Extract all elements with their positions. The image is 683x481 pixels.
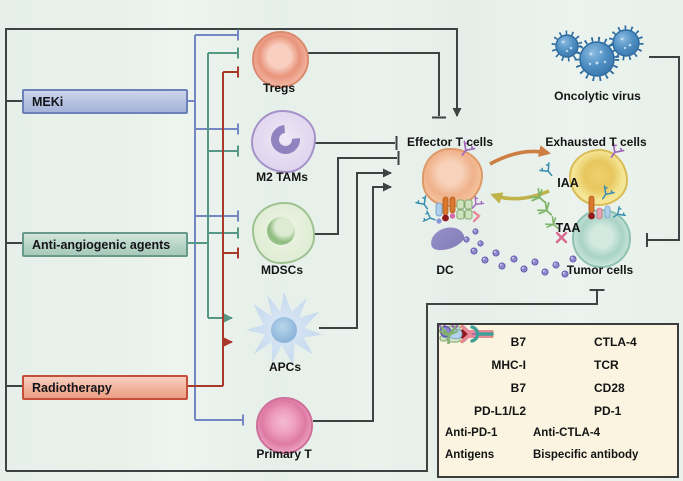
- exhausted-t-label: Exhausted T cells: [545, 135, 647, 149]
- legend-label-anti-pd1: Anti-PD-1: [445, 427, 498, 439]
- legend-label-cd28: CD28: [594, 380, 625, 395]
- legend-row-pdl1-pd1: PD-L1/L2 PD-1: [440, 325, 671, 422]
- legend-row-mhc-tcr: MHC-I TCR: [440, 324, 671, 376]
- oncolytic-virus-label: Oncolytic virus: [554, 89, 641, 103]
- therapy-box-radiotherapy: Radiotherapy: [22, 375, 188, 400]
- primary-t-label: Primary T: [256, 447, 312, 461]
- tregs-cell-icon: [252, 31, 309, 88]
- bispecific-antibody-icon: [439, 326, 458, 344]
- therapy-loop-path: [5, 28, 605, 472]
- mdscs-nucleus: [267, 217, 295, 245]
- radiotherapy-lines: [178, 66, 239, 387]
- taa-label: TAA: [555, 221, 581, 235]
- dc-label: DC: [436, 263, 454, 277]
- oncolytic-virus-icon: [551, 25, 644, 82]
- legend-row-antigen-bispecific: Antigens Bispecific antibody: [439, 325, 671, 466]
- legend-label-ctla4: CTLA-4: [594, 334, 637, 349]
- legend-label-mhc: MHC-I: [491, 357, 526, 372]
- exhausted-to-effector-arrow: [490, 189, 550, 204]
- effector-dc-synapse: [415, 195, 485, 226]
- legend-row-antibodies: Anti-PD-1 Anti-CTLA-4: [439, 325, 671, 444]
- effector-to-exhausted-arrow: [489, 145, 551, 166]
- legend-label-anti-ctla4: Anti-CTLA-4: [533, 427, 601, 439]
- legend-anti-ctla4: Anti-CTLA-4: [439, 325, 671, 439]
- legend-label-antigens: Antigens: [445, 449, 495, 461]
- mdscs-label: MDSCs: [260, 263, 303, 277]
- cell-output-lines: [307, 52, 680, 422]
- exhausted-tumor-interface: [528, 162, 627, 244]
- legend-label-tcr: TCR: [594, 357, 619, 372]
- primary-t-cell-icon: [256, 397, 313, 454]
- effector-t-label: Effector T cells: [406, 135, 494, 149]
- legend-label-bispecific: Bispecific antibody: [533, 449, 639, 461]
- exhausted-t-cell-icon: [569, 149, 628, 206]
- legend-label-b7-2: B7: [510, 380, 526, 395]
- therapy-label: Anti-angiogenic agents: [32, 237, 171, 252]
- legend-label-pd1: PD-1: [594, 403, 622, 418]
- apcs-nucleus: [271, 317, 297, 343]
- legend-anti-pd1: Anti-PD-1: [439, 325, 533, 439]
- therapy-label: MEKi: [32, 94, 64, 109]
- tumor-label: Tumor cells: [566, 263, 634, 277]
- therapy-box-anti-angiogenic: Anti-angiogenic agents: [22, 232, 188, 257]
- apcs-label: APCs: [268, 360, 301, 374]
- legend-label-pdl1: PD-L1/L2: [473, 403, 526, 418]
- legend-bispecific: Bispecific antibody: [439, 326, 671, 461]
- legend-row-b7-cd28: B7 CD28: [439, 325, 671, 399]
- iaa-label: IAA: [557, 176, 579, 190]
- m2-tams-cell-icon: [251, 110, 316, 173]
- tregs-label: Tregs: [262, 81, 295, 95]
- legend-label-b7: B7: [510, 334, 526, 349]
- m2-tams-label: M2 TAMs: [256, 170, 308, 184]
- legend-antigens: Antigens: [439, 325, 533, 461]
- therapy-label: Radiotherapy: [32, 380, 112, 395]
- therapy-box-meki: MEKi: [22, 89, 188, 114]
- legend-box: B7 CTLA-4 MHC-I: [437, 323, 679, 478]
